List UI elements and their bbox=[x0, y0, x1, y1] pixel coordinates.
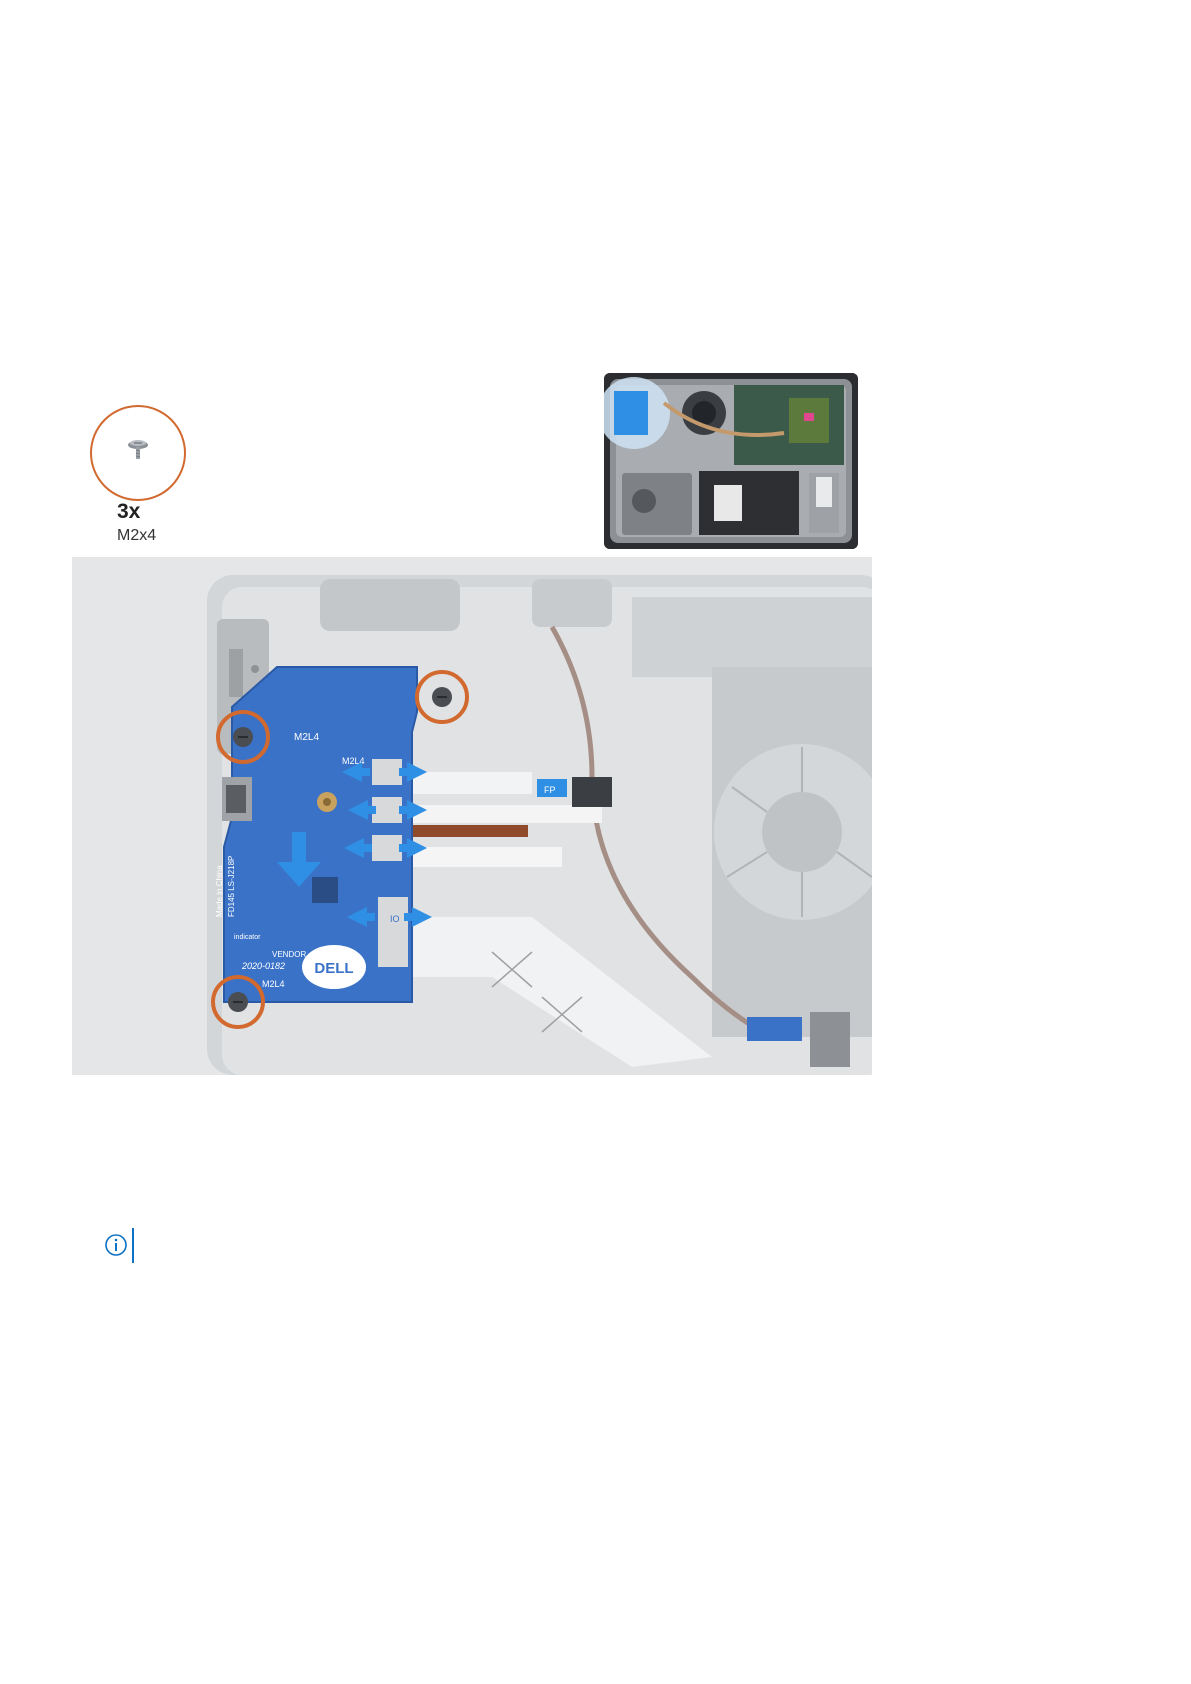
screw-size: M2x4 bbox=[117, 527, 156, 545]
fp-connector-label: FP bbox=[544, 785, 556, 795]
info-circle-icon bbox=[104, 1233, 128, 1262]
screw-label-text: M2L4 bbox=[294, 732, 319, 743]
date-code-text: 2020-0182 bbox=[241, 961, 285, 971]
screw-callout bbox=[90, 405, 186, 501]
screw-icon bbox=[92, 407, 184, 499]
overview-thumbnail bbox=[604, 373, 858, 549]
laptop-overview-image bbox=[604, 373, 858, 549]
part-id-text: FD145 LS-J218P bbox=[227, 856, 236, 917]
vendor-text: VENDOR bbox=[272, 950, 306, 959]
screw-label-text-3: M2L4 bbox=[262, 979, 285, 989]
io-board-photo: DELL M2L4 M2L4 M2L4 FP IO Made in China … bbox=[72, 557, 872, 1075]
dell-logo: DELL bbox=[314, 960, 353, 977]
io-connector-label: IO bbox=[390, 914, 400, 924]
screw-count: 3x bbox=[117, 500, 140, 524]
made-in-text: Made in China bbox=[215, 865, 224, 917]
indicator-text: indicator bbox=[234, 934, 261, 941]
io-board-illustration: DELL M2L4 M2L4 M2L4 FP IO Made in China … bbox=[72, 557, 872, 1075]
note-divider bbox=[132, 1228, 134, 1263]
